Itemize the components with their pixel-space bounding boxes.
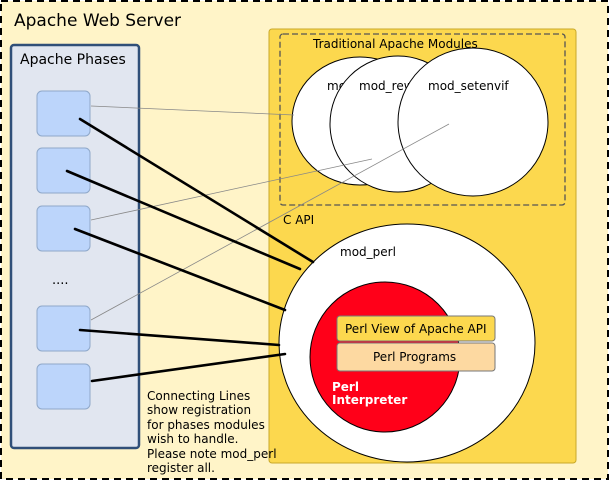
thick-line-2 xyxy=(65,169,302,271)
mod-perl-label: mod_perl xyxy=(340,245,396,259)
c-api-label: C API xyxy=(283,213,314,227)
thick-line-3 xyxy=(73,227,287,312)
module-label-3: mod_setenvif xyxy=(428,79,509,93)
thin-line-2 xyxy=(90,158,373,221)
server-title: Apache Web Server xyxy=(14,11,181,31)
perl-programs-label: Perl Programs xyxy=(373,350,456,364)
phase-box-2 xyxy=(36,147,91,194)
phase-box-4 xyxy=(36,305,91,352)
phase-box-5 xyxy=(36,363,91,410)
note-line-4: wish to handle. xyxy=(147,432,238,446)
module-label-2: mod_rewr xyxy=(359,79,419,93)
phases-title: Apache Phases xyxy=(20,52,126,68)
traditional-modules-title: Traditional Apache Modules xyxy=(312,37,478,51)
perl-view-label: Perl View of Apache API xyxy=(345,322,487,336)
module-circle-3 xyxy=(397,47,549,197)
thick-line-5 xyxy=(90,352,287,383)
perl-programs-box xyxy=(336,342,496,372)
phase-box-1 xyxy=(36,90,91,137)
thick-line-4 xyxy=(78,328,281,347)
thick-connection-lines xyxy=(65,117,315,383)
thick-line-1 xyxy=(78,117,315,264)
phase-box-3 xyxy=(36,205,91,252)
phase-boxes xyxy=(36,90,91,410)
connecting-lines-note: Connecting Lines show registration for p… xyxy=(147,389,277,475)
interpreter-label-line1: Perl xyxy=(332,380,359,394)
thin-connection-lines xyxy=(90,105,450,321)
perl-view-box xyxy=(336,315,496,342)
thin-line-1 xyxy=(90,105,295,116)
module-circles: mod_ mod_rewr mod_setenvif xyxy=(291,47,549,197)
thin-line-3 xyxy=(90,123,450,321)
note-line-3: for phases modules xyxy=(147,418,265,432)
interpreter-label-line2: Interpreter xyxy=(332,393,407,407)
traditional-modules-group xyxy=(279,33,566,206)
note-line-6: register all. xyxy=(147,461,215,475)
note-line-5: Please note mod_perl xyxy=(147,447,277,461)
note-line-1: Connecting Lines xyxy=(147,389,250,403)
phases-ellipsis: .... xyxy=(52,273,69,288)
note-line-2: show registration xyxy=(147,403,251,417)
